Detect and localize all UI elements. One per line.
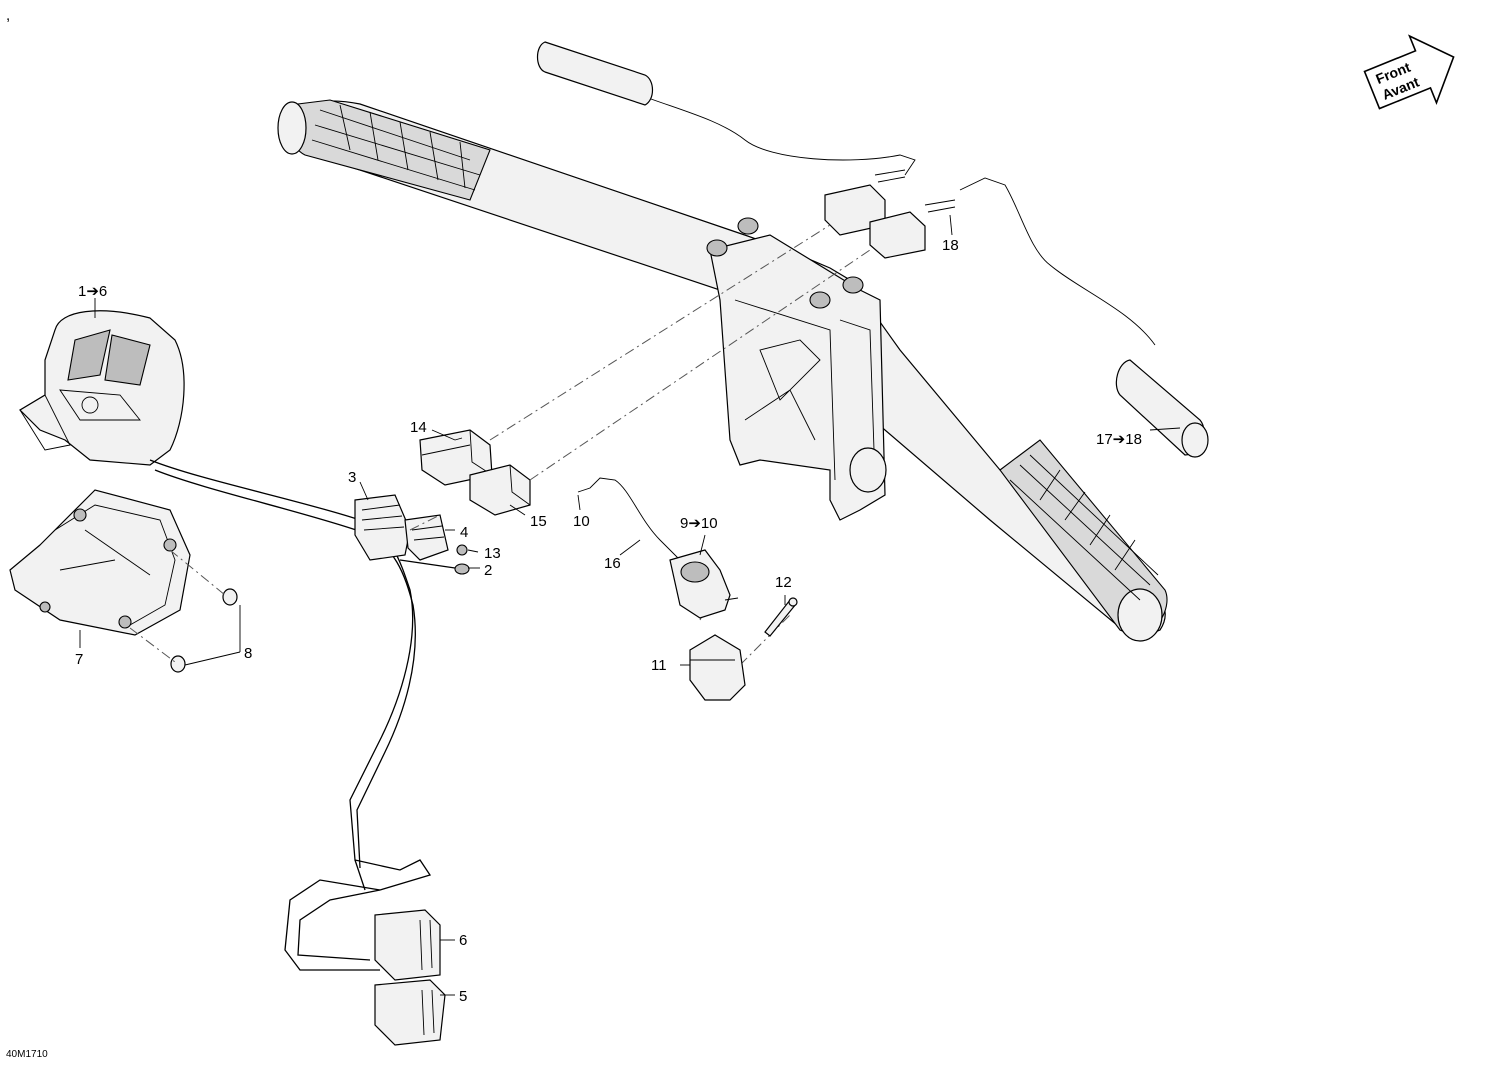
cover-screws: [129, 549, 238, 673]
relay-14: [419, 429, 493, 486]
handlebar-riser: [706, 217, 887, 521]
wiring-harness: [149, 459, 432, 971]
callout-16: 16: [604, 555, 621, 572]
connector-3: [354, 494, 411, 561]
corner-mark: ,: [6, 7, 10, 24]
relay-15: [469, 464, 531, 516]
callout-4: 4: [460, 524, 468, 541]
callout-13: 13: [484, 545, 501, 562]
callout-3: 3: [348, 469, 356, 486]
ground-wire: [399, 559, 470, 575]
handlebar: [277, 99, 1168, 642]
switch-cover: [9, 489, 191, 636]
heating-element-17: [1115, 359, 1209, 458]
heater-connectors: [824, 169, 956, 259]
callout-labels: 1➔6 2 3 4 5 6 7 8 9➔10 10 11 12 13 14 15…: [75, 237, 1142, 1005]
pin-12: [764, 597, 798, 637]
connector-6: [374, 909, 441, 981]
switch-cap: [689, 634, 746, 701]
callout-1-6: 1➔6: [78, 283, 107, 300]
callout-7: 7: [75, 651, 83, 668]
callout-18: 18: [942, 237, 959, 254]
screw-13: [456, 544, 468, 556]
callout-9-10: 9➔10: [680, 515, 718, 532]
leader-lines: [79, 214, 1181, 996]
callout-12: 12: [775, 574, 792, 591]
callout-2: 2: [484, 562, 492, 579]
callout-17-18: 17➔18: [1096, 431, 1142, 448]
heater-wires: [639, 94, 1156, 346]
connector-5: [374, 979, 446, 1046]
callout-15: 15: [530, 513, 547, 530]
callout-6: 6: [459, 932, 467, 949]
callout-8: 8: [244, 645, 252, 662]
heating-element-upper: [536, 41, 654, 106]
callout-14: 14: [410, 419, 427, 436]
callout-10: 10: [573, 513, 590, 530]
switch-housing: [19, 310, 185, 466]
front-direction-arrow: Front Avant: [1363, 34, 1455, 110]
callout-11: 11: [651, 657, 667, 674]
connector-4: [404, 514, 449, 561]
callout-5: 5: [459, 988, 467, 1005]
drawing-code: 40M1710: [6, 1049, 48, 1060]
kill-switch: [577, 477, 739, 619]
